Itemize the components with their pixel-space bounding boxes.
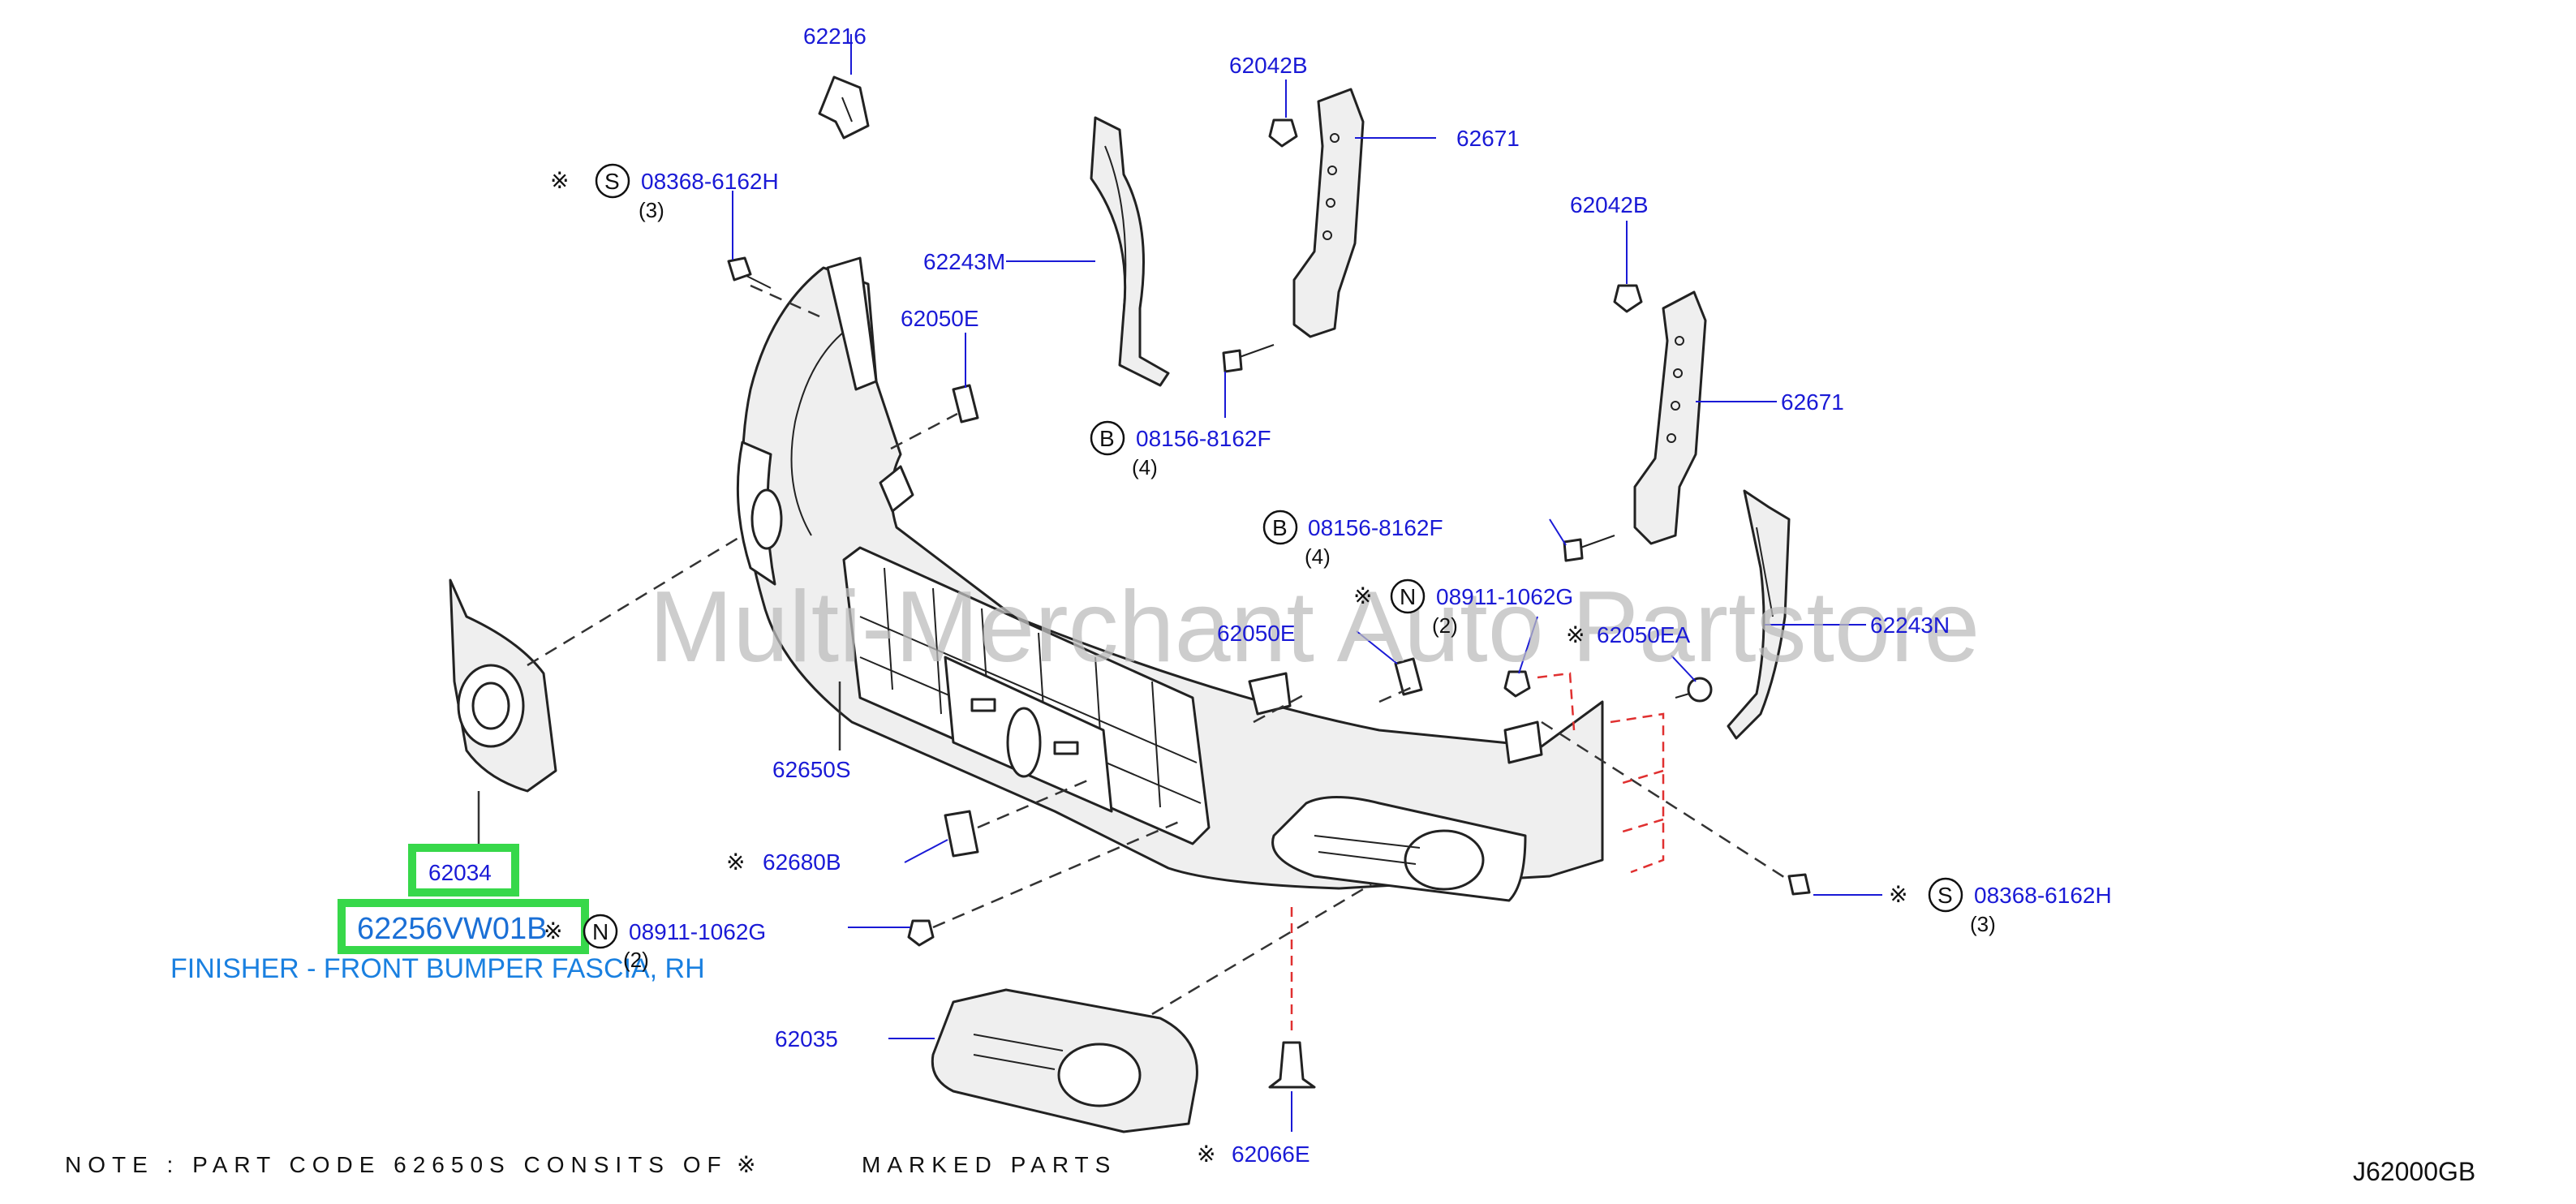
part-label-08368-right[interactable]: 08368-6162H [1974, 883, 2112, 908]
part-label-62650s[interactable]: 62650S [772, 757, 851, 782]
qty-08911-lower: (2) [623, 948, 649, 972]
mark-symbol-08368-right: ※ [1889, 882, 1907, 907]
qty-08368-right: (3) [1970, 912, 1996, 936]
part-label-62671-upper[interactable]: 62671 [1456, 126, 1520, 151]
part-highlight-62034 [408, 844, 519, 897]
part-label-08911-lower[interactable]: 08911-1062G [629, 919, 766, 944]
qty-08911-upper: (2) [1432, 613, 1458, 638]
part-label-08156-lower[interactable]: 08156-8162F [1308, 515, 1443, 540]
fastener-type-b-icon-2 [1262, 510, 1298, 545]
fastener-type-s-icon-2 [1928, 877, 1963, 913]
fastener-type-n-label: N [1400, 584, 1416, 609]
part-label-62042b-upper[interactable]: 62042B [1229, 53, 1308, 78]
note-text: NOTE : PART CODE 62650S CONSITS OF [65, 1152, 728, 1177]
part-label-62216[interactable]: 62216 [803, 24, 867, 49]
part-label-62680b[interactable]: 62680B [763, 849, 841, 875]
fastener-type-b-icon [1090, 420, 1125, 456]
fastener-type-s-label-2: S [1937, 883, 1953, 908]
fastener-type-n-label-2: N [592, 919, 609, 944]
part-label-08368-upper[interactable]: 08368-6162H [641, 169, 779, 194]
bracket-62243m-drawing [1090, 116, 1170, 387]
qty-08368-upper: (3) [639, 198, 664, 222]
mark-symbol-08911-lower: ※ [544, 918, 562, 944]
part-label-62035[interactable]: 62035 [775, 1026, 838, 1051]
qty-08156-lower: (4) [1305, 544, 1331, 569]
mark-symbol-62680b: ※ [726, 849, 745, 875]
leader-lines [477, 34, 1882, 1132]
mark-symbol-62066e: ※ [1197, 1142, 1215, 1167]
bracket-62671-upper-drawing [1292, 88, 1365, 338]
bumper-fascia-drawing [736, 256, 1604, 902]
part-label-62050e-upper[interactable]: 62050E [901, 306, 979, 331]
highlighted-part-number[interactable]: 62256VW01B [357, 912, 548, 946]
part-label-62050e-lower[interactable]: 62050E [1217, 621, 1296, 646]
fastener-type-s-icon [595, 163, 630, 199]
part-label-08911-upper[interactable]: 08911-1062G [1436, 584, 1573, 609]
note-marked-parts: MARKED PARTS [862, 1152, 1116, 1177]
finisher-62035-drawing [931, 988, 1198, 1133]
diagram-code: J62000GB [2353, 1157, 2475, 1186]
bracket-62671-lower-drawing [1633, 290, 1707, 545]
fasteners-drawing [727, 118, 1811, 1089]
part-label-62050ea[interactable]: 62050EA [1597, 622, 1691, 647]
qty-08156-upper: (4) [1132, 455, 1158, 479]
mark-symbol-62050ea: ※ [1566, 622, 1585, 647]
mark-symbol-08368-upper: ※ [550, 168, 569, 193]
part-label-62066e[interactable]: 62066E [1232, 1142, 1310, 1167]
finisher-62034-drawing [449, 578, 557, 793]
clip-62216-drawing [818, 75, 870, 140]
fastener-type-n-icon-2 [583, 914, 618, 949]
part-labels: 62216 62042B 62671 62042B 62671 62243M 6… [170, 24, 2112, 1167]
fastener-type-b-label-2: B [1272, 515, 1288, 540]
footer-note: NOTE : PART CODE 62650S CONSITS OF ※ MAR… [65, 1152, 2475, 1186]
highlighted-part-description: FINISHER - FRONT BUMPER FASCIA, RH [170, 953, 705, 984]
watermark: Multi-Merchant Auto Partstore [649, 571, 1980, 683]
part-label-62034[interactable]: 62034 [428, 860, 492, 885]
fastener-type-s-label: S [604, 169, 620, 194]
mark-symbol-08911-upper: ※ [1353, 583, 1372, 608]
bracket-62243n-drawing [1727, 489, 1791, 740]
part-label-62243n[interactable]: 62243N [1870, 613, 1950, 638]
note-mark-symbol: ※ [737, 1152, 755, 1177]
fastener-type-b-label: B [1099, 426, 1115, 451]
fastener-type-n-icon [1390, 578, 1426, 614]
part-label-62042b-lower[interactable]: 62042B [1570, 192, 1649, 217]
part-label-62671-lower[interactable]: 62671 [1781, 389, 1844, 415]
part-label-62243m[interactable]: 62243M [923, 249, 1005, 274]
part-label-08156-upper[interactable]: 08156-8162F [1136, 426, 1271, 451]
